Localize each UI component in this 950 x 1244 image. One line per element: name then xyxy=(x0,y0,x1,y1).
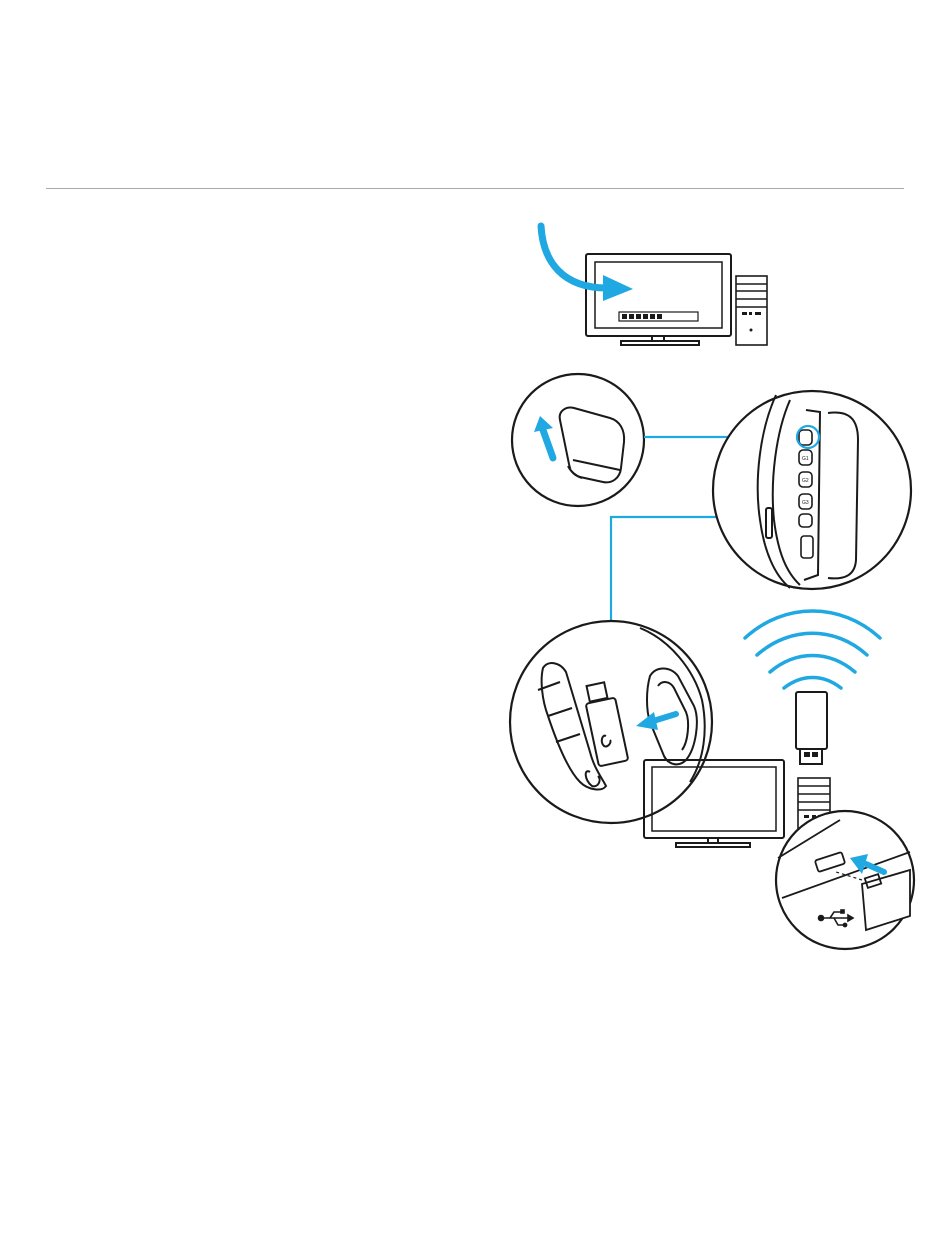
monitor xyxy=(586,254,731,345)
step-headset-buttons: G1 G2 G3 xyxy=(713,391,911,589)
usb-receiver-upright xyxy=(796,692,827,764)
g1-label: G1 xyxy=(802,456,809,462)
step-usb-storage xyxy=(510,621,712,823)
step-install-software xyxy=(541,226,767,345)
g2-label: G2 xyxy=(802,478,809,484)
step-mic-cover xyxy=(512,374,644,506)
progress-bar xyxy=(619,312,698,321)
wifi-signal-icon xyxy=(745,611,880,688)
g3-label: G3 xyxy=(802,500,809,506)
headset-detail-circle xyxy=(713,391,911,589)
pc-tower xyxy=(736,276,767,345)
port-detail xyxy=(776,811,914,949)
